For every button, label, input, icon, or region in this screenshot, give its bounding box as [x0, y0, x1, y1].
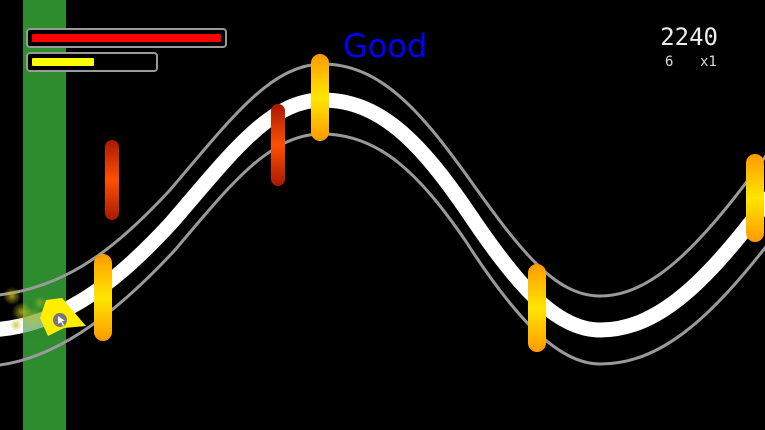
note-gold-4 — [746, 154, 764, 242]
track-guide-upper — [0, 62, 765, 298]
track-main — [0, 92, 765, 338]
health-bar — [26, 28, 227, 48]
energy-fill — [32, 58, 94, 66]
combo-counter: 6 — [665, 54, 674, 70]
note-gold-1 — [94, 254, 112, 341]
note-gold-2 — [311, 54, 329, 141]
score-multiplier: x1 — [700, 54, 717, 70]
note-red-1 — [105, 140, 119, 220]
hit-feedback-text: Good — [343, 27, 428, 65]
energy-bar — [26, 52, 158, 72]
spark-trail — [3, 287, 47, 331]
note-gold-3 — [528, 264, 546, 352]
note-red-2 — [271, 104, 285, 186]
player-ship — [40, 298, 86, 336]
score-counter: 2240 — [660, 23, 718, 51]
health-fill — [32, 34, 221, 42]
track-guide-lower — [0, 132, 765, 367]
